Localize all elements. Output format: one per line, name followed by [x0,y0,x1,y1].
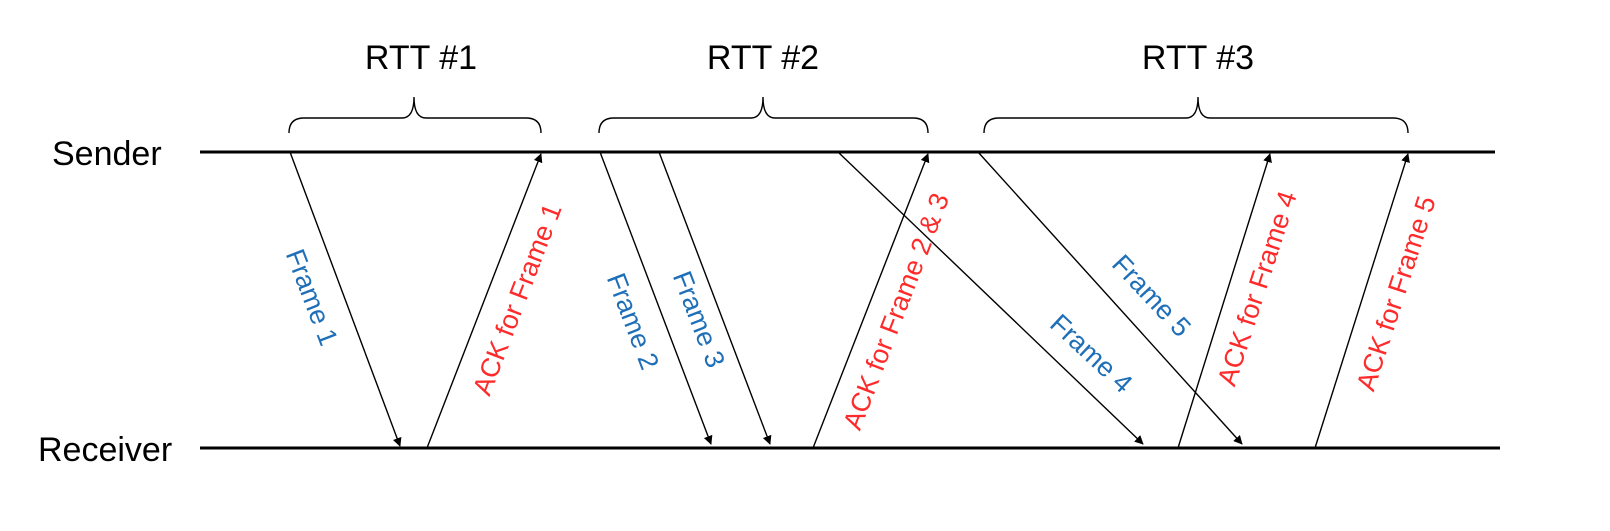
rtt-2-label: RTT #2 [707,39,819,77]
frame-4-label: Frame 4 [1044,308,1138,399]
sender-label: Sender [52,135,162,173]
frame-5-arrow [977,151,1243,445]
rtt-3-label: RTT #3 [1142,39,1254,77]
frame-1-label: Frame 1 [280,245,344,350]
ack-4-label: ACK for Frame 4 [1212,187,1303,389]
ack-23-arrow [812,153,930,449]
rtt-2-brace [598,96,929,134]
frame-1-arrow [289,151,402,447]
frame-2-arrow [599,151,713,445]
frame-2-label: Frame 2 [601,269,665,374]
frame-3-arrow [658,151,772,445]
ack-5-arrow [1314,153,1410,449]
rtt-1-brace [288,96,542,134]
rtt-3-brace [983,96,1409,134]
rtt-1-label: RTT #1 [365,39,477,77]
frame-5-label: Frame 5 [1106,249,1197,343]
frame-3-label: Frame 3 [667,267,731,372]
frame-4-arrow [837,151,1144,445]
ack-4-arrow [1177,153,1272,449]
receiver-label: Receiver [38,431,172,469]
ack-23-label: ACK for Frame 2 & 3 [837,189,955,434]
ack-1-arrow [426,153,543,449]
ack-1-label: ACK for Frame 1 [467,199,568,399]
